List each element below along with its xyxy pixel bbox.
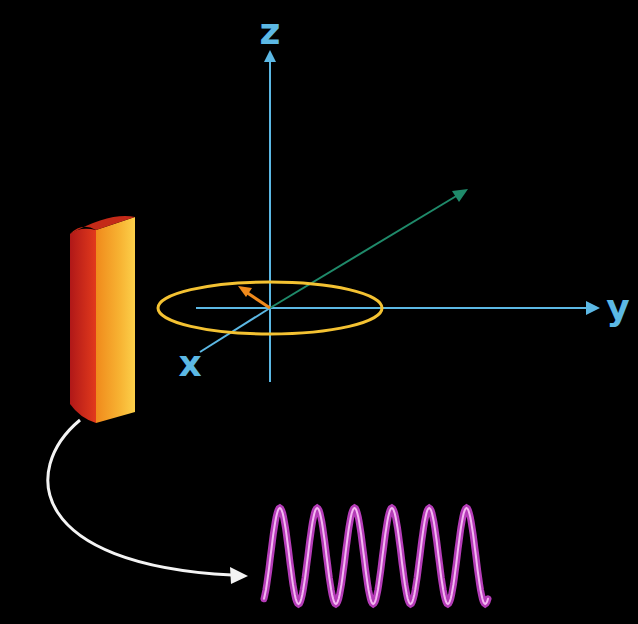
precession-orbit bbox=[158, 282, 382, 334]
coil-face bbox=[96, 217, 135, 423]
coil-top bbox=[70, 216, 135, 234]
spin-vector bbox=[246, 292, 270, 308]
spin-arrowhead bbox=[238, 286, 252, 297]
z-arrowhead bbox=[264, 50, 276, 62]
field-arrowhead bbox=[452, 189, 468, 202]
x-axis-label: x bbox=[178, 346, 201, 382]
y-arrowhead bbox=[586, 301, 600, 315]
signal-arrowhead bbox=[230, 567, 248, 584]
field-vector bbox=[270, 195, 458, 308]
y-axis-label: y bbox=[606, 290, 629, 326]
signal-arrow bbox=[48, 420, 232, 575]
signal-wave bbox=[264, 508, 488, 604]
coil-side bbox=[70, 229, 96, 423]
signal-wave-core bbox=[264, 508, 488, 604]
z-axis-label: z bbox=[260, 14, 281, 50]
y-axis bbox=[196, 307, 592, 309]
